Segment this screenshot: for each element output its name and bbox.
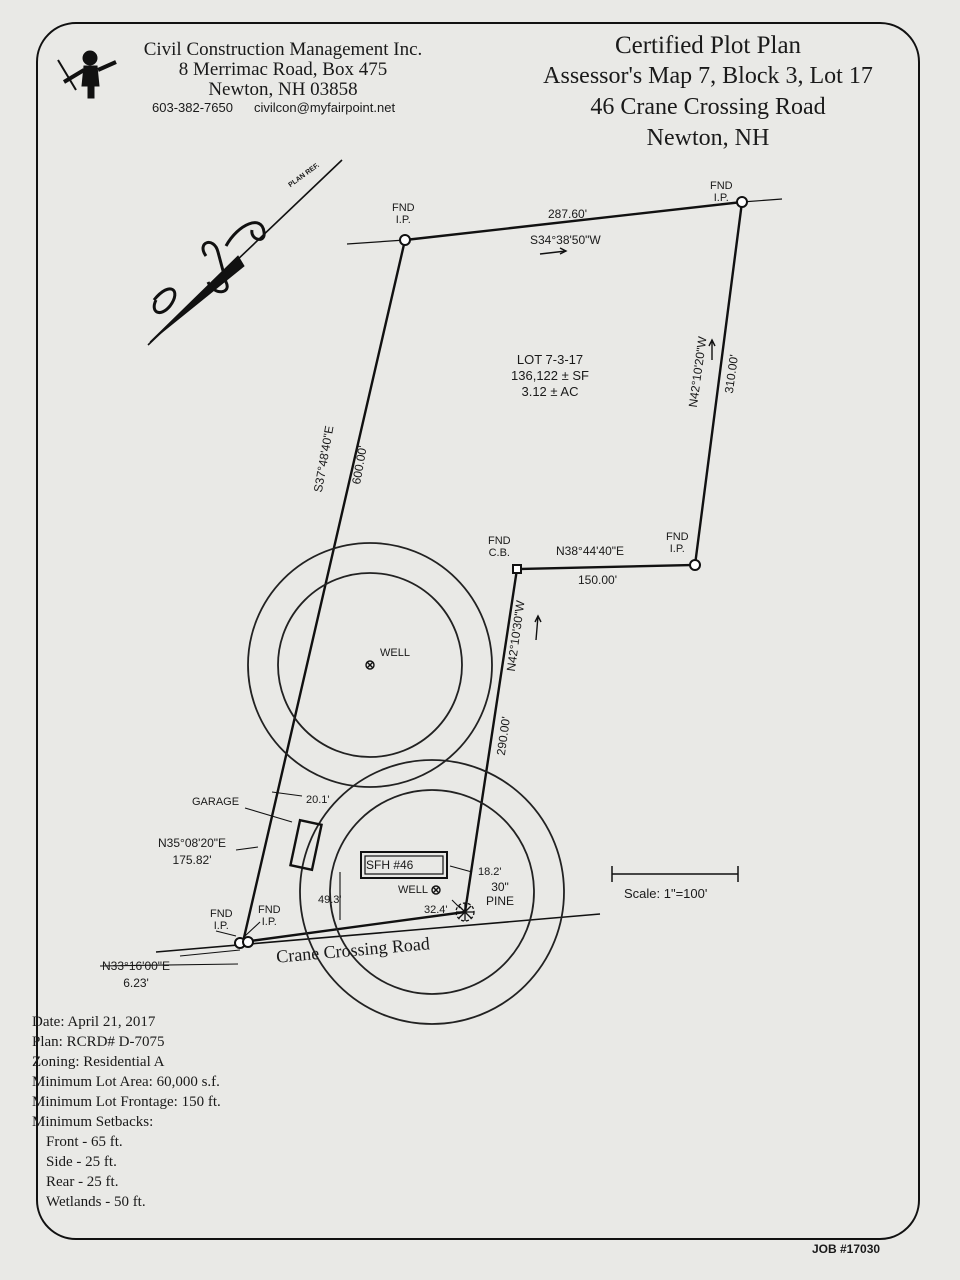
well-label-2: WELL xyxy=(398,884,428,896)
plan-town: Newton, NH xyxy=(646,125,770,151)
well-label: WELL xyxy=(380,647,410,659)
note-min-frontage: Minimum Lot Frontage: 150 ft. xyxy=(32,1094,221,1110)
garage-side-offset: 20.1' xyxy=(306,794,330,806)
plot-plan-sheet xyxy=(36,22,920,1240)
top-distance: 287.60' xyxy=(548,207,587,221)
iron-pin-top-left xyxy=(399,234,411,246)
lot-id: LOT 7-3-17 xyxy=(516,352,584,367)
note-date: Date: April 21, 2017 xyxy=(32,1014,156,1030)
surveyor-logo-icon xyxy=(57,50,117,99)
front-right-offset: 32.4' xyxy=(424,904,448,916)
garage-label: GARAGE xyxy=(192,796,240,808)
monument-label-catch-basin: FND C.B. xyxy=(488,535,511,559)
lot-area-sf: 136,122 ± SF xyxy=(511,368,589,383)
lot-info: LOT 7-3-17 136,122 ± SF 3.12 ± AC xyxy=(480,352,620,400)
well-radius-inner-2 xyxy=(329,789,535,995)
company-email: civilcon@myfairpoint.net xyxy=(254,100,396,115)
house-label: SFH #46 xyxy=(366,858,414,872)
lot-boundary xyxy=(241,200,744,944)
pine-tree-icon xyxy=(455,902,475,922)
note-setback-rear: Rear - 25 ft. xyxy=(46,1174,119,1190)
lot-area-ac: 3.12 ± AC xyxy=(521,384,579,399)
company-city: Newton, NH 03858 xyxy=(208,79,358,100)
note-setback-front: Front - 65 ft. xyxy=(46,1134,123,1150)
note-zoning: Zoning: Residential A xyxy=(32,1054,165,1070)
well-radius-outer xyxy=(247,542,493,788)
plan-title: Certified Plot Plan xyxy=(614,32,802,59)
garage-bearing-callout: N35°08'20"E 175.82' xyxy=(158,836,227,867)
scale-label: Scale: 1"=100' xyxy=(624,886,708,901)
well-radius-outer-2 xyxy=(299,759,565,1025)
catch-basin-marker xyxy=(512,564,522,574)
plan-street: 46 Crane Crossing Road xyxy=(590,94,826,120)
mid-distance: 150.00' xyxy=(578,573,617,587)
scale-bar xyxy=(611,866,739,882)
monument-label-front-right: FND I.P. xyxy=(258,904,281,928)
mid-bearing: N38°44'40"E xyxy=(556,544,625,558)
note-setbacks-heading: Minimum Setbacks: xyxy=(32,1114,154,1130)
note-plan: Plan: RCRD# D-7075 xyxy=(32,1034,165,1050)
note-setback-wetlands: Wetlands - 50 ft. xyxy=(46,1194,146,1210)
company-address: 8 Merrimac Road, Box 475 xyxy=(178,59,388,80)
top-bearing: S34°38'50"W xyxy=(530,233,601,247)
pine-label: 30" PINE xyxy=(486,880,515,908)
plan-title-block: Certified Plot Plan Assessor's Map 7, Bl… xyxy=(520,30,896,154)
garage-outline xyxy=(289,818,323,872)
company-name: Civil Construction Management Inc. xyxy=(143,39,423,60)
iron-pin-top-right xyxy=(736,196,748,208)
well-radius-inner xyxy=(277,572,463,758)
monument-label-front-left: FND I.P. xyxy=(210,908,233,932)
road-line xyxy=(155,913,601,953)
well-symbol-icon xyxy=(365,660,375,670)
plan-notes: Date: April 21, 2017 Plan: RCRD# D-7075 … xyxy=(32,1012,221,1212)
house-side-offset: 18.2' xyxy=(478,866,502,878)
front-left-offset: 49.3' xyxy=(318,894,342,906)
monument-label-mid-right: FND I.P. xyxy=(666,531,689,555)
north-arrow-icon xyxy=(147,159,343,346)
company-block: Civil Construction Management Inc. 8 Mer… xyxy=(118,40,448,100)
monument-label-top-right: FND I.P. xyxy=(710,180,733,204)
monument-label-top-left: FND I.P. xyxy=(392,202,415,226)
road-bearing-callout: N33°16'00"E 6.23' xyxy=(102,959,171,990)
job-number: JOB #17030 xyxy=(812,1242,881,1256)
plan-map-ref: Assessor's Map 7, Block 3, Lot 17 xyxy=(543,63,873,89)
note-setback-side: Side - 25 ft. xyxy=(46,1154,117,1170)
iron-pin-front-right xyxy=(242,936,254,948)
house-outline xyxy=(360,851,448,879)
company-phone: 603-382-7650 xyxy=(152,100,233,115)
iron-pin-mid-right xyxy=(689,559,701,571)
well-symbol-icon-2 xyxy=(431,885,441,895)
note-min-lot-area: Minimum Lot Area: 60,000 s.f. xyxy=(32,1074,220,1090)
